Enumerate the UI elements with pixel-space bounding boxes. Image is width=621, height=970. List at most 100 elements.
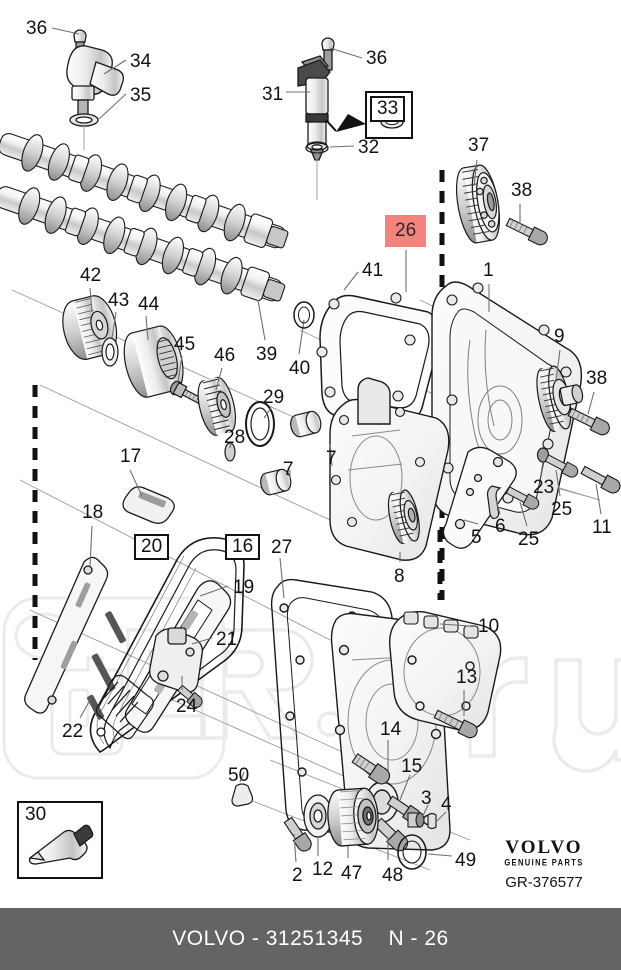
hub-44	[123, 325, 184, 398]
pin-4	[427, 812, 437, 830]
callout-number-9: 9	[554, 326, 565, 347]
callout-number-7: 7	[326, 448, 337, 469]
sprocket-8	[387, 489, 420, 545]
part-group-sensor-center	[297, 37, 335, 200]
inset-box-30	[17, 801, 103, 879]
bushing-7-upper	[290, 410, 322, 438]
callout-number-42: 42	[80, 265, 102, 286]
callout-number-39: 39	[256, 344, 278, 365]
sprocket-46	[197, 376, 237, 436]
callout-number-23: 23	[533, 477, 555, 498]
callout-number-47: 47	[341, 863, 363, 884]
callout-number-45: 45	[174, 334, 196, 355]
leader-lines-camshafts	[257, 299, 305, 355]
idler-pulley-47	[327, 787, 379, 847]
callout-number-22: 22	[62, 721, 84, 742]
part-group-sprockets-left	[62, 295, 275, 462]
leader-lines-lower	[239, 771, 453, 863]
callout-number-12: 12	[312, 859, 334, 880]
callout-number-19: 19	[233, 577, 255, 598]
callout-number-38: 38	[586, 368, 608, 389]
exploded-parts-illustration	[0, 27, 621, 879]
o-ring-49	[397, 834, 427, 870]
bolt-25-a	[544, 454, 579, 478]
callout-number-46: 46	[214, 345, 236, 366]
callout-number-29: 29	[263, 387, 285, 408]
chain-guide-17	[122, 486, 175, 524]
spacer-3	[407, 812, 425, 828]
bushing-7-lower	[260, 468, 292, 496]
water-pump-housing	[388, 610, 502, 731]
bolt-48	[373, 817, 409, 852]
callout-number-26: 26	[385, 215, 427, 247]
callout-number-41: 41	[362, 260, 384, 281]
volvo-branding: VOLVO GENUINE PARTS GR-376577	[484, 838, 604, 891]
pin-28	[224, 442, 236, 462]
chain-guide-18	[24, 556, 109, 714]
timing-cover-gasket-26	[316, 292, 441, 425]
callout-number-44: 44	[138, 294, 160, 315]
leader-lines-bracket	[463, 461, 602, 527]
chain-tensioner-21	[149, 627, 203, 693]
callout-number-10: 10	[478, 616, 500, 637]
bolt-13	[433, 709, 478, 739]
o-ring-40	[293, 301, 315, 329]
callout-number-2: 2	[292, 865, 303, 886]
watermark	[2, 596, 621, 780]
callout-number-11: 11	[592, 517, 612, 538]
camshaft-upper	[0, 133, 289, 249]
callout-number-1: 1	[483, 260, 494, 281]
callout-number-34: 34	[130, 51, 152, 72]
leader-lines-balance-gear	[555, 349, 595, 415]
balance-gear-9	[536, 365, 584, 432]
callout-number-18: 18	[82, 502, 104, 523]
bolt-25-b	[505, 486, 540, 510]
callout-number-36: 36	[366, 48, 388, 69]
callout-number-33: 33	[370, 96, 406, 122]
callout-number-50: 50	[228, 765, 250, 786]
callout-number-31: 31	[262, 84, 284, 105]
callout-number-15: 15	[401, 756, 423, 777]
diagram-reference-code: GR-376577	[505, 874, 583, 891]
inner-timing-cover	[329, 377, 450, 561]
part-6-clip	[486, 485, 502, 520]
leader-lines-vvt	[473, 159, 521, 224]
volvo-wordmark: VOLVO	[505, 836, 583, 858]
bolt-38-upper	[505, 217, 548, 246]
leader-lines-sensor-left	[51, 27, 127, 120]
bolt-11	[580, 465, 621, 494]
callout-number-40: 40	[289, 358, 311, 379]
callout-number-13: 13	[456, 667, 478, 688]
callout-number-7: 7	[283, 459, 294, 480]
chain-link-shading	[87, 611, 126, 720]
leader-lines-cover-gasket	[343, 250, 407, 292]
bolt-15-upper	[351, 753, 391, 785]
leader-line-27	[279, 557, 285, 599]
bearing-12	[303, 794, 333, 838]
callout-number-35: 35	[130, 85, 152, 106]
leader-lines-bushings	[289, 443, 333, 478]
leader-lines-sensor-center	[286, 47, 363, 148]
bolt-38-lower	[567, 407, 610, 436]
callout-number-36: 36	[26, 18, 48, 39]
callout-number-24: 24	[176, 696, 198, 717]
callout-number-28: 28	[224, 427, 246, 448]
bolt-2	[283, 816, 312, 852]
callout-number-25: 25	[518, 529, 540, 550]
tensioner-spring-22	[95, 674, 154, 740]
callout-number-3: 3	[421, 788, 432, 809]
callout-number-21: 21	[216, 629, 238, 650]
callout-number-5: 5	[471, 527, 482, 548]
callout-number-20: 20	[134, 534, 170, 560]
callout-number-48: 48	[382, 865, 404, 886]
bottom-caption-bar: VOLVO - 31251345 N - 26	[0, 908, 621, 970]
volvo-genuine-parts-subtitle: GENUINE PARTS	[504, 856, 584, 868]
callout-number-25: 25	[551, 499, 573, 520]
callout-number-6: 6	[495, 516, 506, 537]
callout-number-27: 27	[271, 537, 293, 558]
bracket-5	[442, 446, 517, 549]
callout-number-43: 43	[108, 290, 130, 311]
leader-lines-sprockets-left	[89, 287, 272, 449]
callout-number-38: 38	[511, 180, 533, 201]
